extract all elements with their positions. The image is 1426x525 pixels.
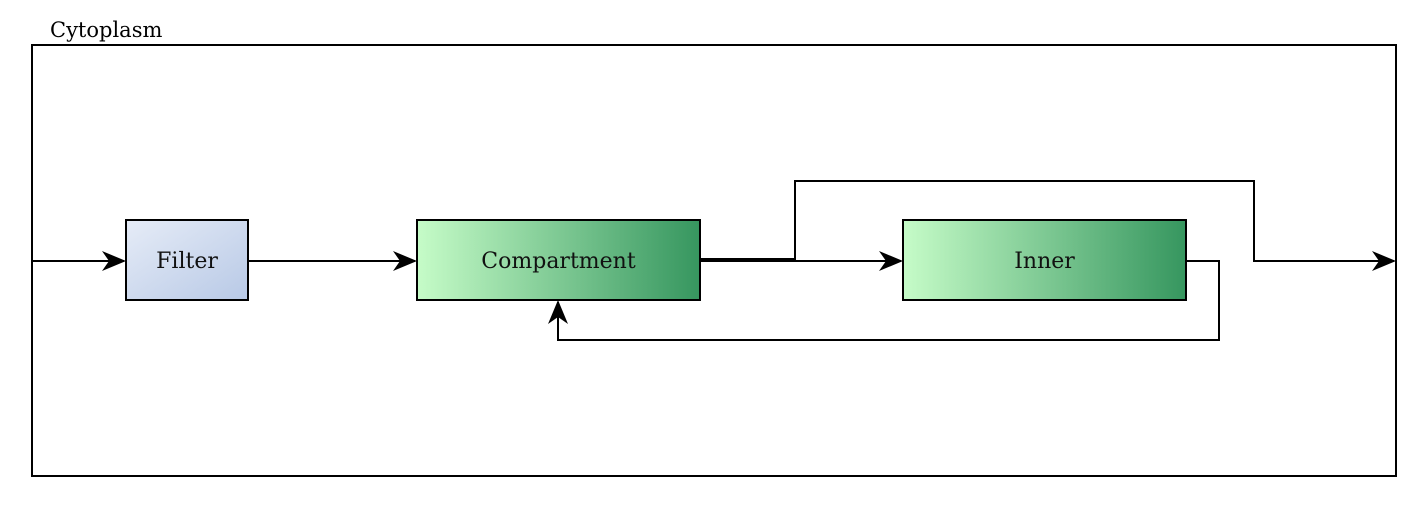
edge-inner-feedback-to-compartment: [548, 260, 1220, 341]
node-filter[interactable]: Filter: [125, 219, 249, 301]
node-compartment[interactable]: Compartment: [416, 219, 701, 301]
edge-compartment-bypass-to-output: [700, 180, 1396, 271]
inner-label: Inner: [1014, 249, 1075, 274]
edges: [32, 180, 1396, 341]
cytoplasm-label: Cytoplasm: [50, 18, 162, 42]
filter-label: Filter: [156, 249, 218, 274]
node-inner[interactable]: Inner: [902, 219, 1187, 301]
filter-box[interactable]: [125, 219, 249, 301]
compartment-box[interactable]: [416, 219, 701, 301]
compartment-label: Compartment: [481, 249, 636, 274]
inner-box[interactable]: [902, 219, 1187, 301]
